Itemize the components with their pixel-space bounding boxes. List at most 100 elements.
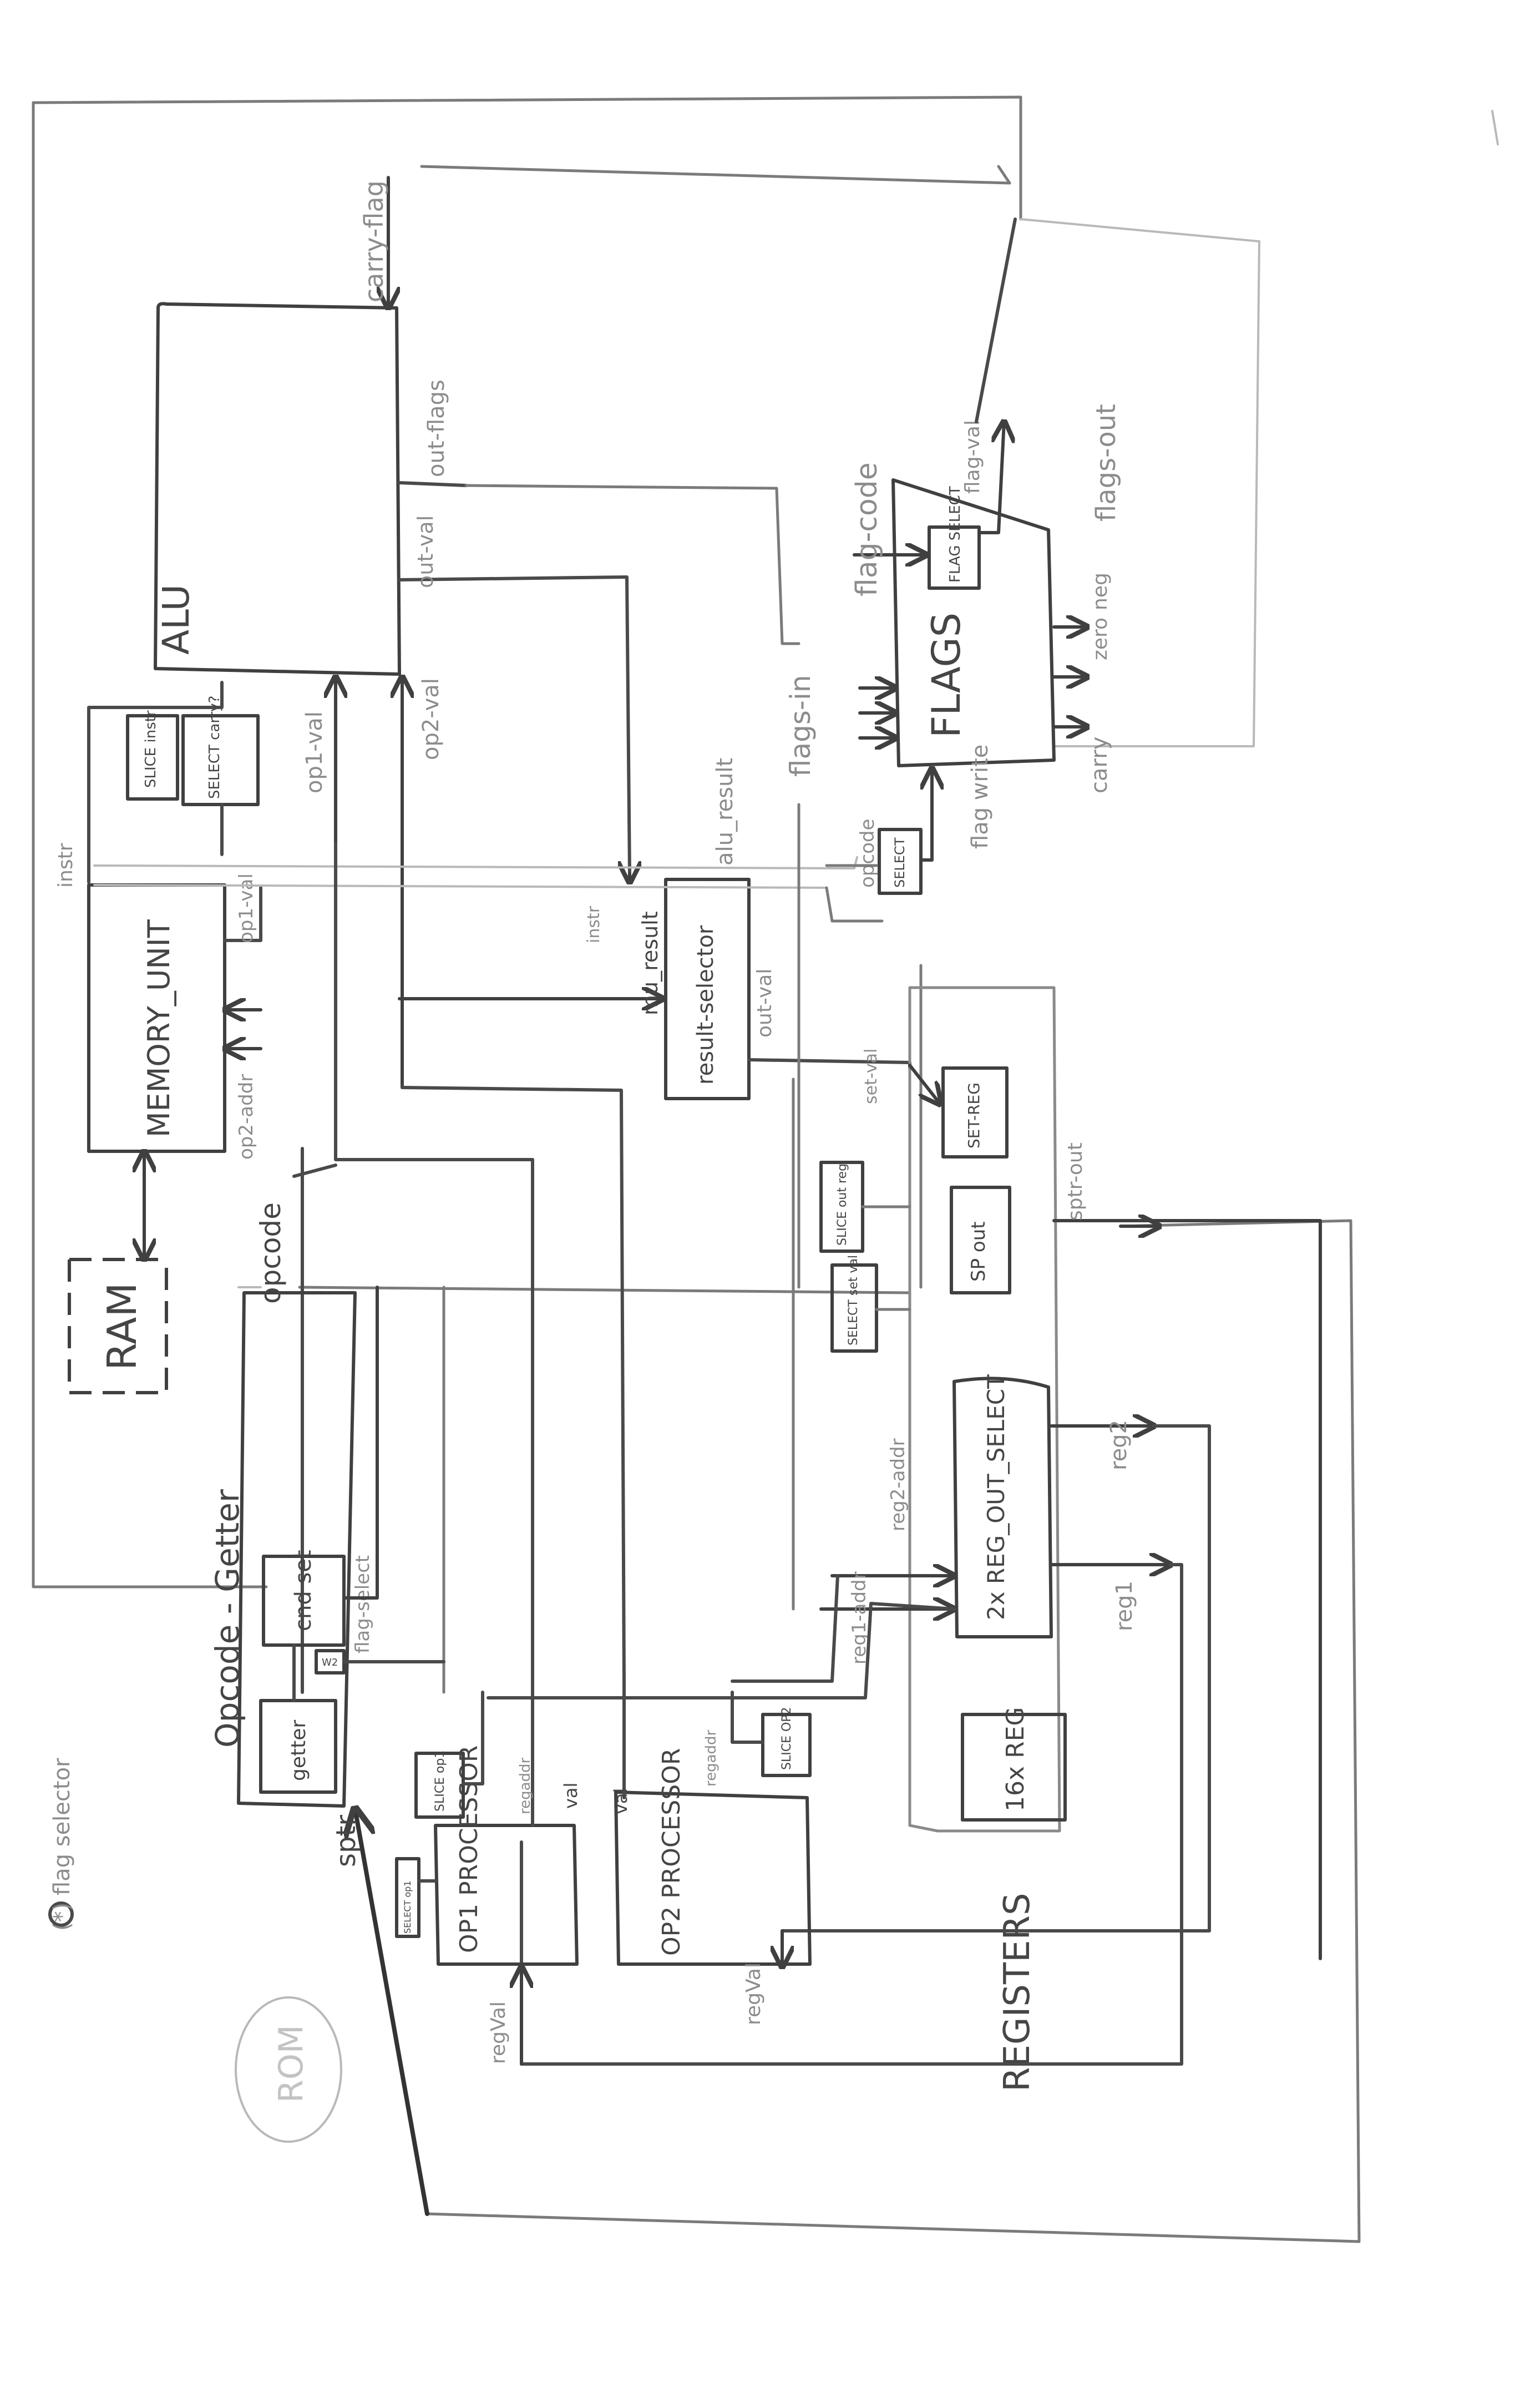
select-op1-label: SELECT op1 (402, 1881, 413, 1934)
set-val-label: set-val (862, 1049, 881, 1104)
flags-label: FLAGS (924, 613, 969, 738)
slice-op1-label: SLICE op1 (433, 1751, 447, 1812)
set-reg-label: SET-REG (965, 1082, 983, 1149)
op1-processor-label: OP1 PROCESSOR (455, 1746, 483, 1953)
flags-block: FLAGS (891, 478, 1056, 767)
select-set-val-block: SELECT set val (830, 1255, 878, 1353)
flags-in-label: flags-in (784, 675, 817, 777)
sptr-out-wire (1052, 1219, 1322, 1960)
op1-val-mu-wire (223, 886, 262, 942)
select-op1-block: SELECT op1 (395, 1857, 420, 1938)
small-box-label: W2 (322, 1657, 338, 1668)
flag-select-label: FLAG SELECT (947, 486, 964, 583)
rom-label: ROM (272, 2025, 311, 2103)
flag-select-block: FLAG SELECT (928, 486, 981, 590)
flag-write-label: flag write (967, 745, 993, 849)
cnd-set-label: cnd set (291, 1550, 316, 1631)
sptr-out-label: sptr-out (1064, 1142, 1087, 1221)
reg1-label: reg1 (1112, 1581, 1137, 1631)
reg1-addr-bus (487, 1602, 956, 1699)
getter-label: getter (287, 1720, 310, 1781)
result-selector-label: result-selector (693, 925, 718, 1085)
reg-out-select-label: 2x REG_OUT_SELECT (982, 1374, 1010, 1620)
flag-write-arrow (919, 768, 932, 862)
sp-out-block: SP out (950, 1186, 1011, 1294)
set-val-arrow (908, 1064, 940, 1104)
reg2-addr-label: reg2-addr (887, 1438, 909, 1531)
carry-flag-label: carry-flag (359, 180, 389, 302)
slice-instr-block: SLICE instr (126, 710, 179, 801)
carry-label: carry (1087, 737, 1112, 793)
outer-bus-lines (32, 95, 1499, 2243)
zero-label: zero (1089, 618, 1112, 660)
op2-val-label: op2-val (418, 678, 444, 760)
opcode-getter-label: Opcode - Getter (209, 1489, 246, 1748)
reg2-label: reg2 (1106, 1420, 1132, 1470)
neg-label: neg (1089, 573, 1112, 610)
slice-op2-block: SLICE OP2 (761, 1707, 812, 1777)
flags-out-label: flags-out (1091, 404, 1122, 522)
flag-val-to-carry (975, 217, 1017, 423)
flag-val-label: flag-val (961, 420, 984, 494)
sp-out-label: SP out (967, 1221, 990, 1282)
slice-op2-label: SLICE OP2 (780, 1707, 794, 1770)
alu-label: ALU (155, 584, 197, 655)
flag-code-label: flag-code (850, 462, 884, 596)
reg-addr-2-label: regaddr (703, 1729, 720, 1787)
sptr-arrow (355, 1809, 429, 2216)
cnd-set-block: cnd set (262, 1550, 346, 1647)
footnote-marker (48, 1901, 74, 1927)
instr-slice-wire (87, 681, 224, 884)
instr-rs-label: instr (584, 905, 604, 943)
getter-block: getter (259, 1699, 337, 1794)
reg-val-2-label: regVal (742, 1962, 765, 2025)
out-val-rs-label: out-val (753, 969, 776, 1038)
out-val-rs-wire (747, 1058, 911, 1070)
slice-op1-wire (462, 1691, 484, 1785)
alu-result-label: alu_result (712, 758, 738, 866)
slice-out-reg-label: SLICE out reg (835, 1163, 849, 1246)
alu-block: ALU (154, 302, 401, 676)
opcode-getter-block: Opcode - Getter (209, 1291, 357, 1808)
opcode-label: opcode (255, 1202, 287, 1304)
mu-result-label: mu_result (638, 911, 662, 1015)
rom-block: ROM (235, 1996, 342, 2143)
op2-processor-block: OP2 PROCESSOR (614, 1748, 812, 1966)
reg2-addr-bus (731, 1574, 839, 1683)
instr-top-label: instr (54, 843, 77, 888)
out-val-label: out-val (413, 515, 438, 588)
reg-addr-1-label: regaddr (517, 1757, 534, 1814)
memory-unit-block: MEMORY_UNIT (87, 883, 226, 1153)
out-flags-line (398, 481, 468, 487)
flag-select-signal-label: flag-select (352, 1555, 374, 1653)
val-1-label: val (560, 1783, 581, 1809)
slice-instr-label: SLICE instr (143, 710, 159, 788)
memory-unit-label: MEMORY_UNIT (141, 919, 176, 1137)
ram-block: RAM (68, 1258, 168, 1394)
opcode-wire (342, 1286, 379, 1600)
op2-processor-label: OP2 PROCESSOR (657, 1748, 686, 1956)
slice-out-reg-block: SLICE out reg (819, 1161, 864, 1253)
reg-val-1-label: regVal (487, 2001, 510, 2064)
reg16-label: 16x REG (1001, 1707, 1030, 1812)
reg16-block: 16x REG (961, 1707, 1067, 1822)
op1-val-mu-label: op1-val (235, 873, 257, 943)
opcode-flags-label: opcode (857, 819, 879, 888)
sptr-label: sptr (331, 1815, 362, 1867)
registers-block: REGISTERS (908, 986, 1061, 2092)
select-set-val-label: SELECT set val (847, 1255, 860, 1345)
result-selector-block: result-selector (664, 878, 751, 1100)
op1-processor-block: OP1 PROCESSOR (434, 1746, 579, 1966)
select-flag-write-label: SELECT (892, 837, 908, 888)
set-reg-block: SET-REG (941, 1066, 1009, 1159)
main-buses (93, 803, 923, 1694)
reg2-return-wire (781, 1424, 1211, 1933)
ram-label: RAM (99, 1283, 145, 1370)
select-carry-label: SELECT carry? (206, 696, 223, 799)
slice-op2-wire (731, 1691, 764, 1744)
val-2-label: val (610, 1788, 631, 1814)
out-flags-bus (464, 484, 800, 645)
op1-val-label: op1-val (302, 711, 327, 793)
